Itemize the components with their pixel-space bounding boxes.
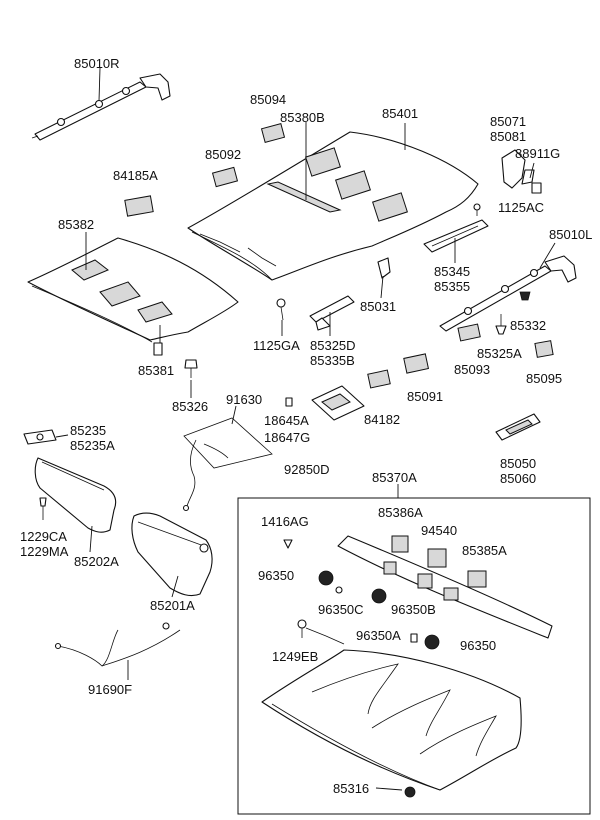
- label-91690F: 91690F: [88, 682, 132, 697]
- label-84185A: 84185A: [113, 168, 158, 183]
- label-18647G: 18647G: [264, 430, 310, 445]
- label-85335B: 85335B: [310, 353, 355, 368]
- label-96350A: 96350A: [356, 628, 401, 643]
- label-85094: 85094: [250, 92, 286, 107]
- pad-85091: [403, 353, 430, 374]
- label-96350C: 96350C: [318, 602, 364, 617]
- screw-1125GA: [276, 298, 286, 321]
- pad-84185A: [124, 195, 154, 217]
- screw-1229CA: [39, 497, 47, 520]
- label-85382: 85382: [58, 217, 94, 232]
- label-85010L: 85010L: [549, 227, 592, 242]
- label-85332: 85332: [510, 318, 546, 333]
- label-91630: 91630: [226, 392, 262, 407]
- label-88911G: 88911G: [515, 146, 560, 161]
- screw-1125AC: [473, 203, 481, 216]
- clip-85381: [153, 342, 163, 356]
- label-85093: 85093: [454, 362, 490, 377]
- clip-85326: [184, 359, 198, 378]
- pad-85095: [534, 340, 554, 358]
- label-96350-b: 96350: [460, 638, 496, 653]
- label-85031: 85031: [360, 299, 396, 314]
- label-85325A: 85325A: [477, 346, 522, 361]
- label-85095: 85095: [526, 371, 562, 386]
- label-85316: 85316: [333, 781, 369, 796]
- wiring-91630: [182, 417, 273, 512]
- button-96350-b: [424, 634, 440, 650]
- rail-85010L: [439, 255, 577, 332]
- label-85050: 85050: [500, 456, 536, 471]
- label-85235: 85235: [70, 423, 106, 438]
- label-85092: 85092: [205, 147, 241, 162]
- label-85345: 85345: [434, 264, 470, 279]
- label-85081: 85081: [490, 129, 526, 144]
- label-85380B: 85380B: [280, 110, 325, 125]
- label-85355: 85355: [434, 279, 470, 294]
- pad-85093: [457, 323, 481, 342]
- label-85401: 85401: [382, 106, 418, 121]
- label-96350B: 96350B: [391, 602, 436, 617]
- label-84182: 84182: [364, 412, 400, 427]
- label-85201A: 85201A: [150, 598, 195, 613]
- label-96350-a: 96350: [258, 568, 294, 583]
- clip-85316: [404, 786, 416, 798]
- label-85071: 85071: [490, 114, 526, 129]
- pad-85092: [211, 166, 239, 188]
- label-1249EB: 1249EB: [272, 649, 318, 664]
- screw-85325A: [495, 314, 507, 335]
- label-85325D: 85325D: [310, 338, 356, 353]
- label-18645A: 18645A: [264, 413, 309, 428]
- clip-96350B: [410, 633, 418, 643]
- clip-1416AG: [283, 539, 293, 549]
- rail-85010R: [31, 73, 171, 141]
- label-85386A: 85386A: [378, 505, 423, 520]
- button-96350A: [371, 588, 387, 604]
- label-92850D: 92850D: [284, 462, 330, 477]
- headliner-85382: [27, 237, 239, 343]
- clip-85031: [377, 257, 391, 279]
- label-1125GA: 1125GA: [253, 338, 300, 353]
- label-85010R: 85010R: [74, 56, 120, 71]
- screw-1249EB: [297, 619, 345, 645]
- label-85235A: 85235A: [70, 438, 115, 453]
- pad-85094: [260, 123, 286, 143]
- label-85326: 85326: [172, 399, 208, 414]
- bracket-85345: [423, 219, 489, 253]
- headliner-85370A: [261, 649, 522, 791]
- button-96350C: [335, 586, 343, 594]
- sunvisor-85202A: [34, 457, 117, 533]
- pad-84182: [367, 369, 391, 389]
- inset-box-85370A: [237, 497, 591, 815]
- label-94540: 94540: [421, 523, 457, 538]
- bulb-18645A: [285, 397, 293, 407]
- headliner-85401: [187, 131, 479, 281]
- label-1416AG: 1416AG: [261, 514, 309, 529]
- label-85385A: 85385A: [462, 543, 507, 558]
- bracket-85325D: [309, 295, 355, 331]
- screw-85332: [519, 291, 531, 301]
- label-85202A: 85202A: [74, 554, 119, 569]
- label-85381: 85381: [138, 363, 174, 378]
- mount-85235: [23, 429, 57, 445]
- label-85091: 85091: [407, 389, 443, 404]
- label-1229CA: 1229CA: [20, 529, 67, 544]
- label-85060: 85060: [500, 471, 536, 486]
- labels: 85010R 85094 85380B 85401 85071 85081 88…: [20, 56, 592, 796]
- label-1229MA: 1229MA: [20, 544, 69, 559]
- lamp-85050: [495, 413, 541, 441]
- trim-85386A: [337, 535, 553, 639]
- label-85370A: 85370A: [372, 470, 417, 485]
- wiring-91690F: [54, 622, 181, 667]
- sunvisor-85201A: [131, 512, 213, 597]
- label-1125AC: 1125AC: [498, 200, 544, 215]
- lamp-92850D: [311, 385, 365, 421]
- button-96350-a: [318, 570, 334, 586]
